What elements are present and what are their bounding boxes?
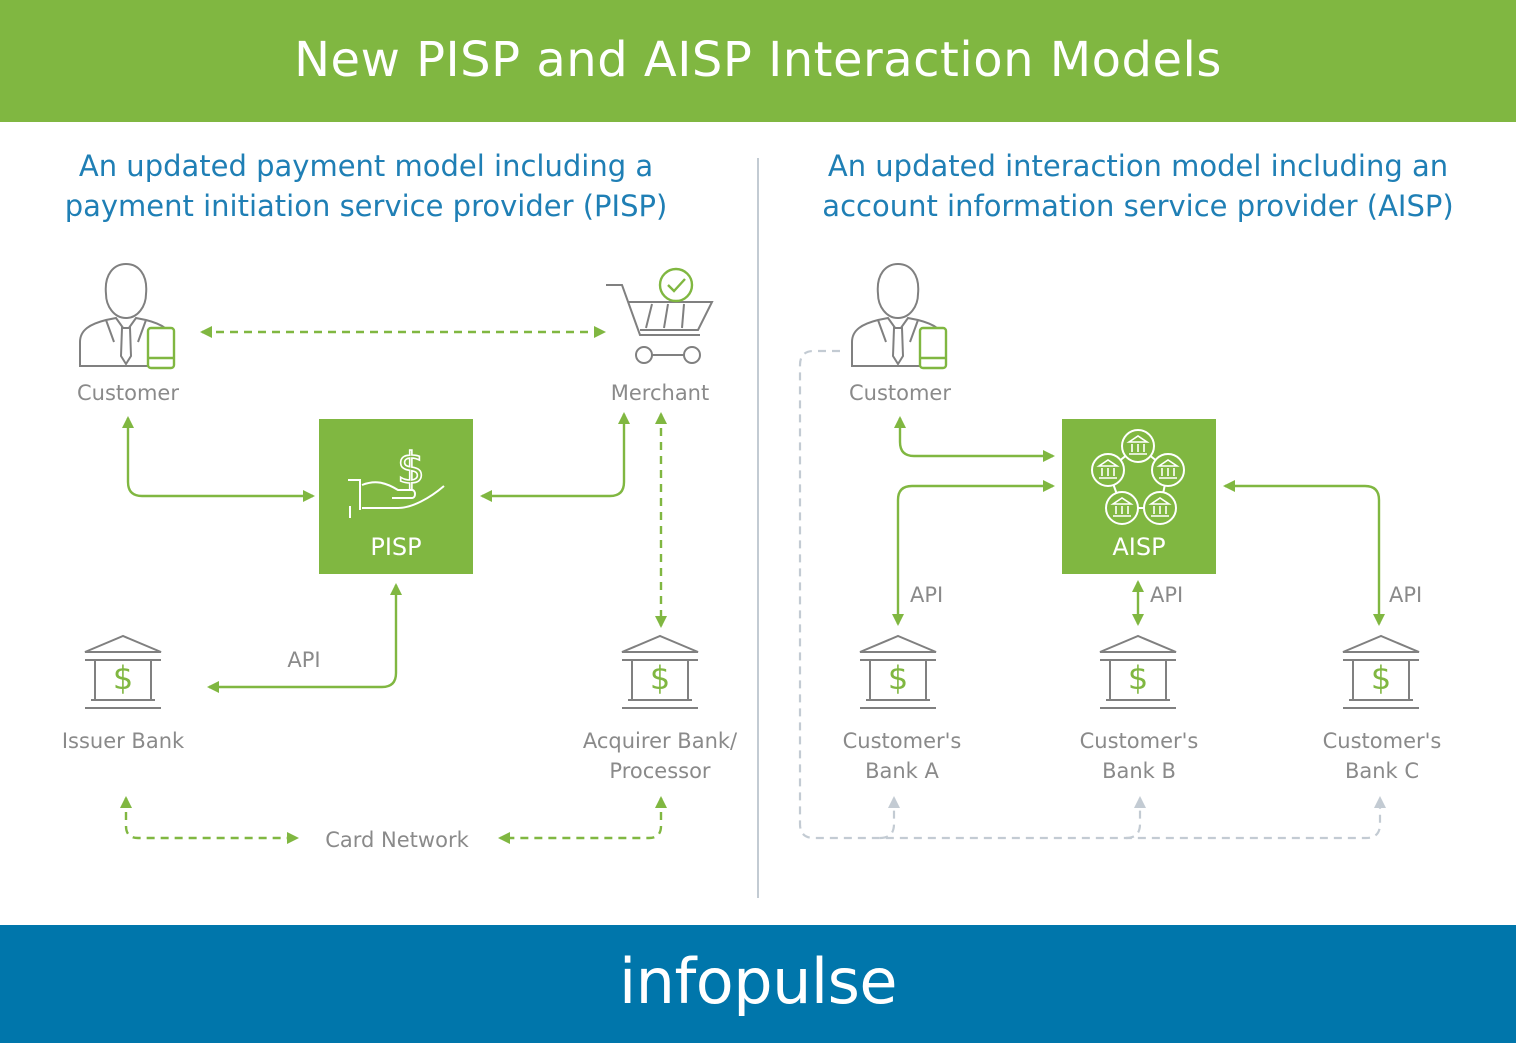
- bank-network-icon: [1091, 429, 1185, 525]
- bank-c-dollar-icon: $: [1371, 659, 1391, 697]
- shopping-cart-icon: [606, 267, 714, 364]
- api-label-c: API: [1389, 583, 1422, 607]
- pisp-dollar-glyph: $: [397, 443, 425, 494]
- issuer-bank-label: Issuer Bank: [62, 729, 185, 753]
- aisp-subtitle-line2: account information service provider (AI…: [822, 189, 1453, 223]
- bank-b-dollar-icon: $: [1128, 659, 1148, 697]
- customer-person-icon: [78, 262, 176, 370]
- bank-b-label-line1: Customer's: [1080, 729, 1199, 753]
- merchant-label: Merchant: [611, 381, 709, 405]
- brand-logo: infopulse: [618, 944, 898, 1018]
- pisp-subtitle-line2: payment initiation service provider (PIS…: [65, 189, 668, 223]
- bank-b-label-line2: Bank B: [1102, 759, 1176, 783]
- merchant-pisp-link: [480, 412, 630, 502]
- issuer-card-network-link: [120, 796, 299, 844]
- customer-banks-loop: [798, 349, 1386, 840]
- hand-dollar-icon: $: [348, 442, 445, 518]
- pisp-api-label: API: [287, 648, 320, 672]
- pisp-customer-label: Customer: [77, 381, 179, 405]
- card-network-label: Card Network: [325, 828, 469, 852]
- page-title: New PISP and AISP Interaction Models: [294, 32, 1222, 88]
- bank-a-label-line1: Customer's: [843, 729, 962, 753]
- pisp-box-label: PISP: [370, 533, 421, 561]
- aisp-customer-link: [894, 416, 1055, 462]
- acquirer-label-line2: Processor: [609, 759, 711, 783]
- api-label-a: API: [910, 583, 943, 607]
- bank-a-label-line2: Bank A: [865, 759, 939, 783]
- bank-c-label-line1: Customer's: [1323, 729, 1442, 753]
- bank-c-label-line2: Bank C: [1345, 759, 1419, 783]
- api-label-b: API: [1150, 583, 1183, 607]
- aisp-customer-person-icon: [850, 262, 948, 370]
- customer-pisp-link: [122, 416, 315, 502]
- acquirer-label-line1: Acquirer Bank/: [583, 729, 738, 753]
- acquirer-dollar-icon: $: [650, 659, 670, 697]
- bank-a-dollar-icon: $: [888, 659, 908, 697]
- issuer-dollar-icon: $: [113, 659, 133, 697]
- bank-a-aisp-link: [892, 480, 1055, 626]
- pisp-box: [319, 419, 473, 574]
- aisp-customer-label: Customer: [849, 381, 951, 405]
- pisp-issuer-api-link: [207, 583, 402, 693]
- acquirer-card-network-link: [498, 796, 667, 844]
- footer-banner: infopulse: [0, 925, 1516, 1043]
- bank-c-aisp-link: [1223, 480, 1385, 626]
- header-banner: New PISP and AISP Interaction Models: [0, 0, 1516, 122]
- aisp-subtitle-line1: An updated interaction model including a…: [828, 149, 1448, 183]
- pisp-subtitle-line1: An updated payment model including a: [79, 149, 653, 183]
- aisp-box-label: AISP: [1112, 533, 1165, 561]
